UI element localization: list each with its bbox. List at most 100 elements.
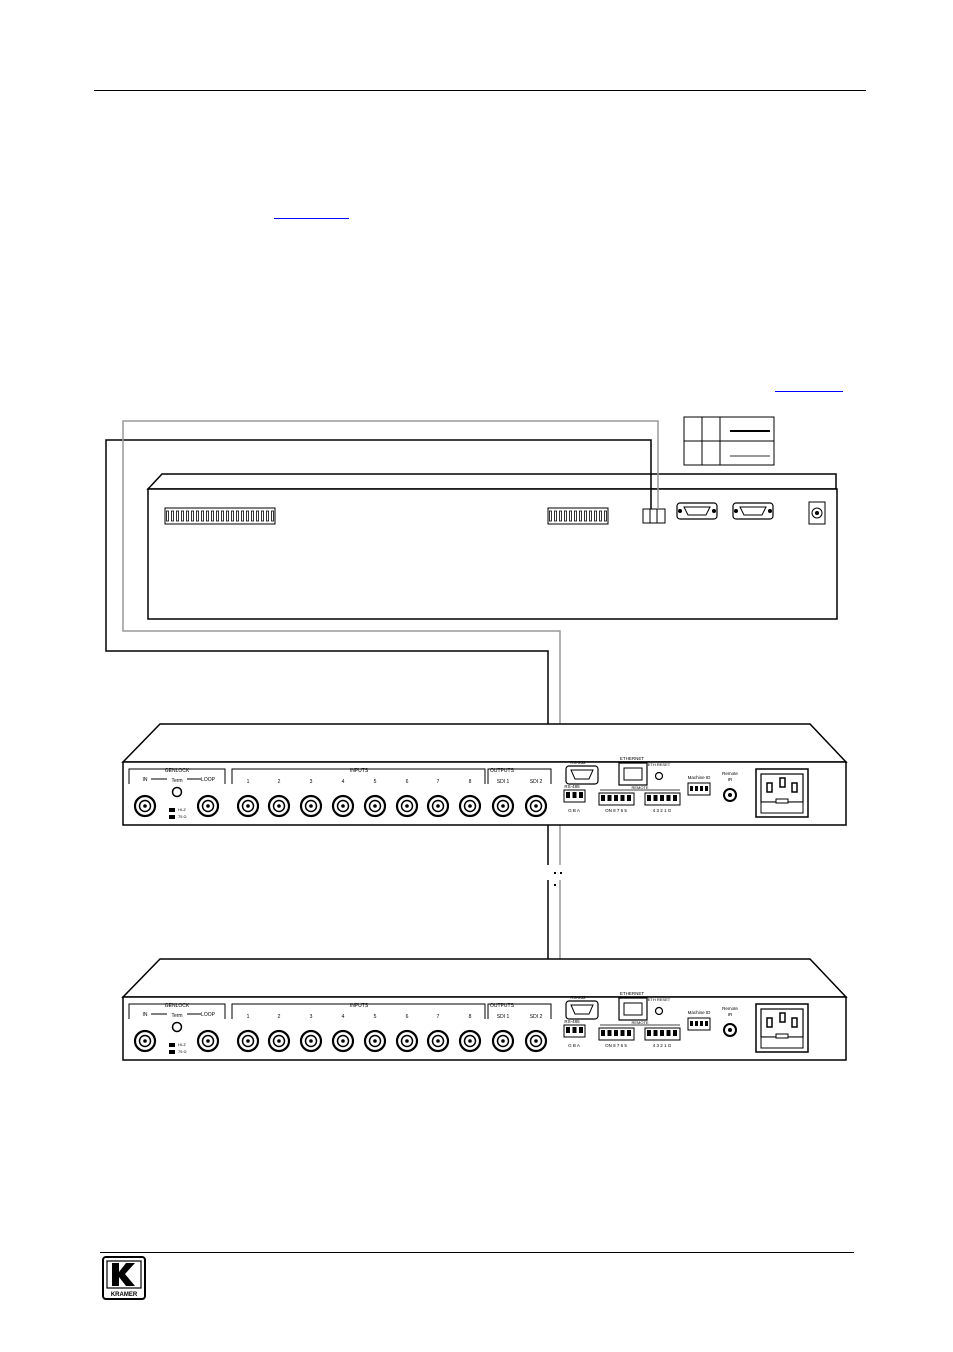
eth-reset-button[interactable] — [654, 771, 664, 781]
term-button[interactable] — [171, 1021, 183, 1033]
input-bnc[interactable] — [426, 1029, 450, 1053]
input-bnc[interactable] — [267, 1029, 291, 1053]
input-bnc[interactable] — [426, 794, 450, 818]
rs485-pins: G B A — [568, 808, 580, 813]
input-bnc[interactable] — [331, 1029, 355, 1053]
dip-switch[interactable] — [171, 510, 174, 522]
dip-switch[interactable] — [221, 510, 224, 522]
dip-switch[interactable] — [196, 510, 199, 522]
dip-switch[interactable] — [186, 510, 189, 522]
dip-switch[interactable] — [569, 510, 572, 522]
dip-switch-block-small — [547, 507, 609, 525]
cable-break — [554, 872, 562, 886]
dip-switch[interactable] — [256, 510, 259, 522]
genlock-loop-bnc[interactable] — [196, 1029, 220, 1053]
sdi1-bnc[interactable] — [491, 1029, 515, 1053]
dip-switch[interactable] — [166, 510, 169, 522]
ethernet-port[interactable] — [618, 762, 648, 786]
dip-switch[interactable] — [176, 510, 179, 522]
rs232-connector[interactable] — [565, 1000, 599, 1020]
dip-switch[interactable] — [241, 510, 244, 522]
machine-id-label: Machine ID — [688, 1010, 712, 1015]
dip-switch[interactable] — [251, 510, 254, 522]
input-bnc[interactable] — [299, 794, 323, 818]
rs485-pins: G B A — [568, 1043, 580, 1048]
genlock-in-label: IN — [143, 1012, 148, 1018]
input-bnc[interactable] — [236, 794, 260, 818]
hyperlink-underline[interactable] — [775, 391, 843, 392]
ethernet-port[interactable] — [618, 997, 648, 1021]
input-bnc[interactable] — [395, 794, 419, 818]
rs232-port-2[interactable] — [732, 502, 774, 520]
dip-switch[interactable] — [579, 510, 582, 522]
eth-reset-button[interactable] — [654, 1006, 664, 1016]
ohm-label: 75 Ω — [178, 814, 187, 819]
input-bnc[interactable] — [236, 1029, 260, 1053]
dip-switch[interactable] — [231, 510, 234, 522]
power-socket[interactable] — [755, 768, 809, 818]
dip-switch[interactable] — [266, 510, 269, 522]
dip-switch[interactable] — [261, 510, 264, 522]
input-number: 2 — [278, 1014, 281, 1020]
power-jack[interactable] — [808, 501, 826, 525]
sdi2-bnc[interactable] — [524, 1029, 548, 1053]
dip-switch[interactable] — [206, 510, 209, 522]
input-bnc[interactable] — [458, 1029, 482, 1053]
input-bnc[interactable] — [299, 1029, 323, 1053]
machine-id-label: Machine ID — [688, 775, 712, 780]
rs485-terminal[interactable] — [563, 1024, 586, 1038]
dip-switch[interactable] — [564, 510, 567, 522]
rs232-port-1[interactable] — [676, 502, 718, 520]
dip-switch[interactable] — [246, 510, 249, 522]
sdi2-bnc[interactable] — [524, 794, 548, 818]
input-number: 4 — [342, 779, 345, 785]
dip-switch[interactable] — [549, 510, 552, 522]
dip-switch[interactable] — [211, 510, 214, 522]
dip-switch[interactable] — [216, 510, 219, 522]
input-number: 4 — [342, 1014, 345, 1020]
cable-legend — [683, 416, 775, 466]
genlock-loop-bnc[interactable] — [196, 794, 220, 818]
remote-terminal-a[interactable] — [598, 792, 635, 806]
dip-switch[interactable] — [181, 510, 184, 522]
power-socket[interactable] — [755, 1003, 809, 1053]
dip-switch[interactable] — [236, 510, 239, 522]
genlock-in-bnc[interactable] — [133, 1029, 157, 1053]
dip-switch[interactable] — [226, 510, 229, 522]
input-number: 7 — [437, 1014, 440, 1020]
input-bnc[interactable] — [331, 794, 355, 818]
rs485-terminal[interactable] — [563, 789, 586, 803]
machine-id-switch[interactable] — [687, 1017, 711, 1031]
input-bnc[interactable] — [458, 794, 482, 818]
hyperlink-underline[interactable] — [274, 218, 349, 219]
dip-switch[interactable] — [584, 510, 587, 522]
rs232-connector[interactable] — [565, 765, 599, 785]
dip-switch[interactable] — [574, 510, 577, 522]
dip-switch[interactable] — [599, 510, 602, 522]
genlock-label: GENLOCK — [165, 768, 190, 774]
remote-terminal-a[interactable] — [598, 1027, 635, 1041]
dip-switch[interactable] — [554, 510, 557, 522]
term-button[interactable] — [171, 786, 183, 798]
input-bnc[interactable] — [395, 1029, 419, 1053]
sdi1-bnc[interactable] — [491, 794, 515, 818]
remote-terminal-b[interactable] — [644, 1027, 681, 1041]
machine-id-switch[interactable] — [687, 782, 711, 796]
input-number: 8 — [469, 1014, 472, 1020]
input-bnc[interactable] — [363, 1029, 387, 1053]
dip-switch[interactable] — [589, 510, 592, 522]
remote-pins-a: ON 8 7 6 5 — [605, 1043, 627, 1048]
rs232-label: RS-232 — [570, 760, 586, 765]
footer-rule — [100, 1252, 854, 1253]
dip-switch[interactable] — [559, 510, 562, 522]
input-bnc[interactable] — [363, 794, 387, 818]
remote-terminal-b[interactable] — [644, 792, 681, 806]
input-bnc[interactable] — [267, 794, 291, 818]
dip-switch[interactable] — [191, 510, 194, 522]
input-number: 6 — [406, 1014, 409, 1020]
genlock-in-bnc[interactable] — [133, 794, 157, 818]
dip-switch[interactable] — [271, 510, 274, 522]
dip-switch[interactable] — [201, 510, 204, 522]
dip-switch[interactable] — [594, 510, 597, 522]
dip-switch[interactable] — [604, 510, 607, 522]
